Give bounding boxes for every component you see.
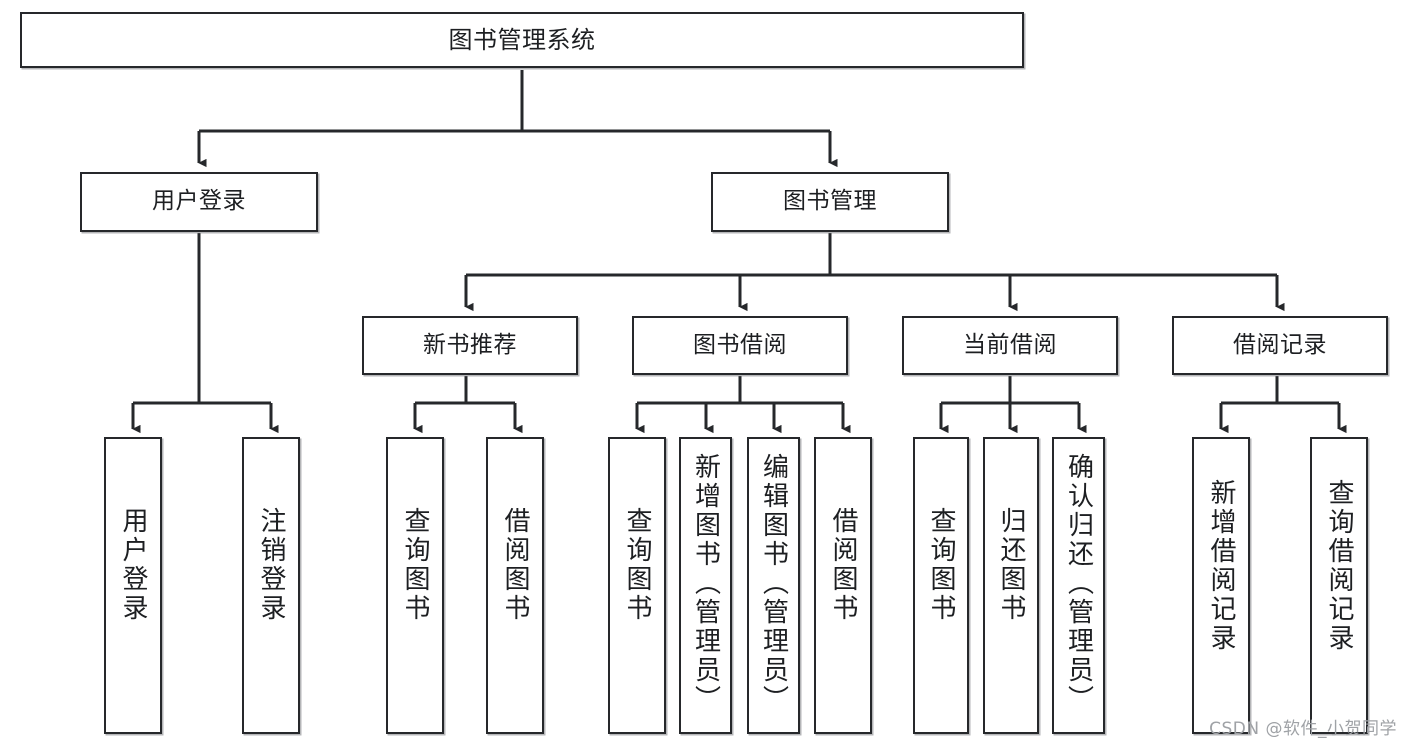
- node-leaf-logout[interactable]: 注销登录: [242, 437, 300, 734]
- node-label: 图书借阅: [693, 331, 787, 358]
- node-book-borrow[interactable]: 图书借阅: [632, 316, 848, 375]
- node-label: 借阅图书: [828, 507, 858, 623]
- node-leaf-query-book-current[interactable]: 查询图书: [913, 437, 969, 734]
- node-book-management[interactable]: 图书管理: [711, 172, 949, 232]
- node-label: 借阅记录: [1233, 331, 1327, 358]
- node-label: 注销登录: [256, 507, 286, 623]
- node-leaf-confirm-return-admin[interactable]: 确认归还（管理员）: [1052, 437, 1105, 734]
- node-leaf-add-borrow-record[interactable]: 新增借阅记录: [1192, 437, 1250, 734]
- node-label: 用户登录: [118, 507, 148, 623]
- node-leaf-query-borrow-record[interactable]: 查询借阅记录: [1310, 437, 1368, 734]
- node-label: 当前借阅: [963, 331, 1057, 358]
- node-user-login[interactable]: 用户登录: [80, 172, 318, 232]
- node-label: 图书管理系统: [448, 25, 596, 54]
- node-leaf-query-book-borrow[interactable]: 查询图书: [608, 437, 666, 734]
- node-label: 图书管理: [783, 188, 877, 215]
- node-label: 编辑图书（管理员）: [758, 453, 789, 714]
- node-leaf-return-book[interactable]: 归还图书: [983, 437, 1039, 734]
- node-borrow-record[interactable]: 借阅记录: [1172, 316, 1388, 375]
- node-leaf-borrow-book[interactable]: 借阅图书: [814, 437, 872, 734]
- node-current-borrow[interactable]: 当前借阅: [902, 316, 1118, 375]
- node-label: 新增图书（管理员）: [690, 453, 721, 714]
- node-new-book-recommend[interactable]: 新书推荐: [362, 316, 578, 375]
- node-label: 查询图书: [926, 507, 956, 623]
- node-label: 借阅图书: [500, 507, 530, 623]
- node-label: 查询借阅记录: [1324, 479, 1354, 653]
- node-leaf-query-book-recommend[interactable]: 查询图书: [386, 437, 444, 734]
- node-label: 查询图书: [400, 507, 430, 623]
- node-leaf-add-book-admin[interactable]: 新增图书（管理员）: [679, 437, 732, 734]
- node-label: 新增借阅记录: [1206, 479, 1236, 653]
- node-leaf-borrow-book-recommend[interactable]: 借阅图书: [486, 437, 544, 734]
- node-leaf-edit-book-admin[interactable]: 编辑图书（管理员）: [747, 437, 800, 734]
- node-root-system[interactable]: 图书管理系统: [20, 12, 1024, 68]
- node-label: 确认归还（管理员）: [1063, 453, 1094, 714]
- csdn-watermark: CSDN @软件_小贺同学: [1209, 719, 1397, 739]
- node-label: 归还图书: [996, 507, 1026, 623]
- node-label: 新书推荐: [423, 331, 517, 358]
- node-label: 用户登录: [152, 188, 246, 215]
- node-leaf-user-login[interactable]: 用户登录: [104, 437, 162, 734]
- node-label: 查询图书: [622, 507, 652, 623]
